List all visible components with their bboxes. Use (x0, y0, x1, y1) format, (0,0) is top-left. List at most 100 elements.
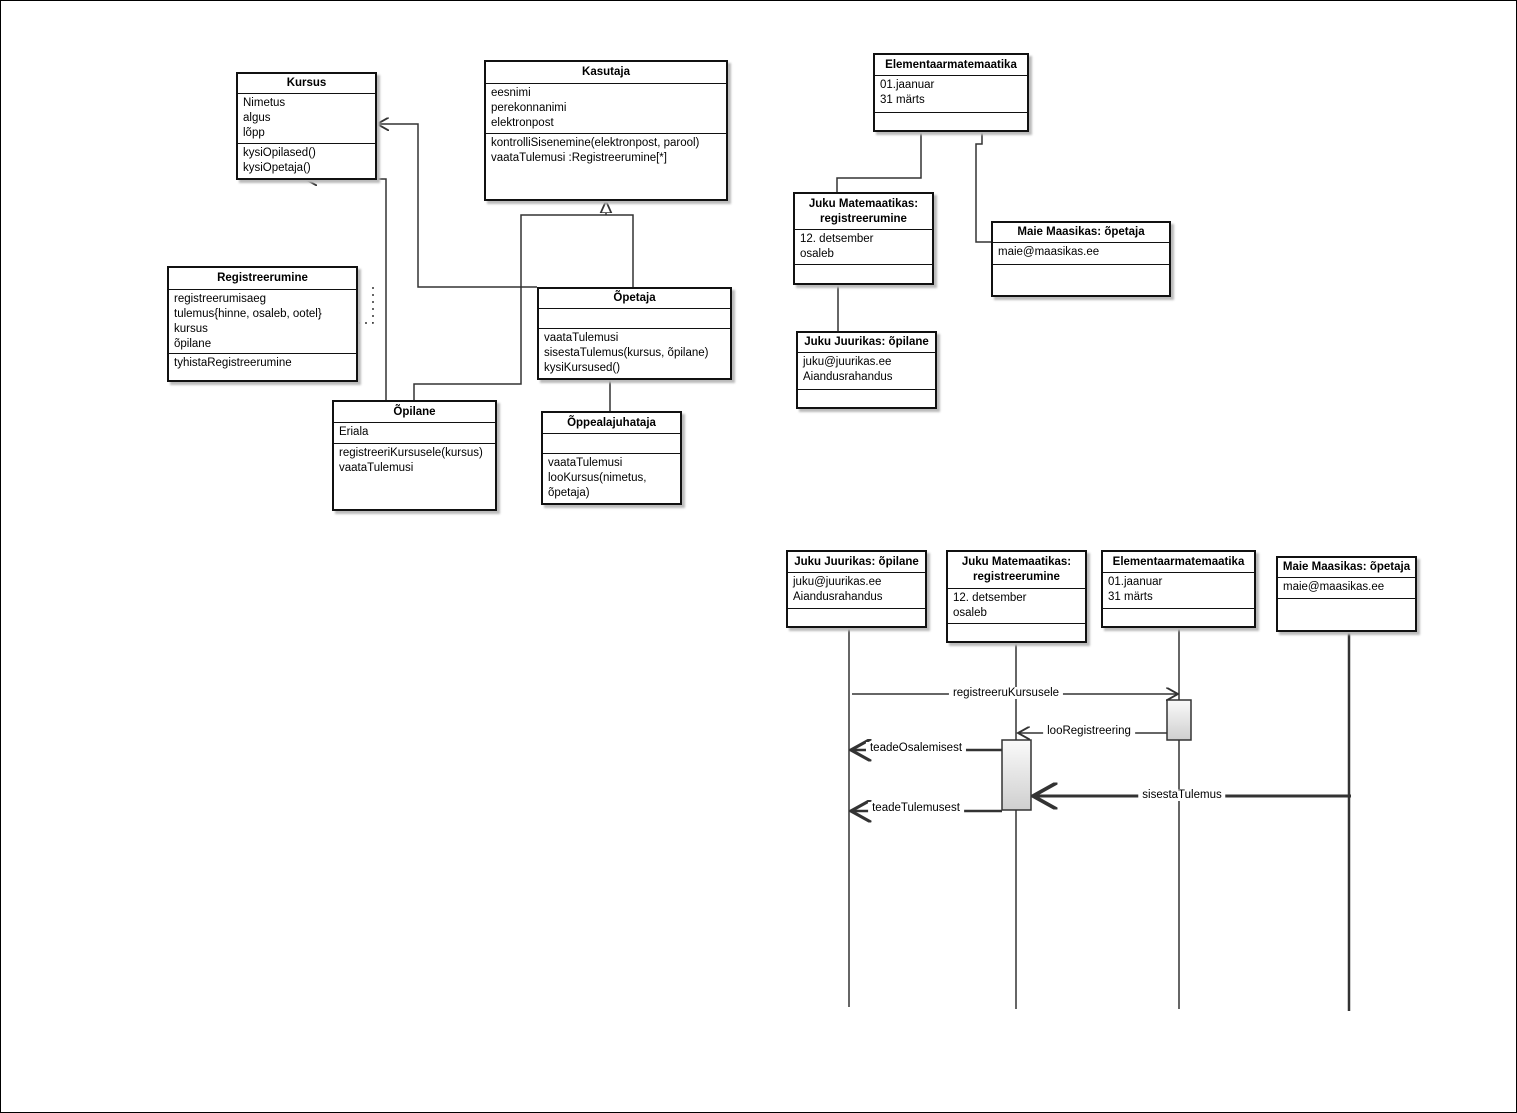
attribute: Aiandusrahandus (803, 371, 893, 383)
seq-maie-box[interactable]: Maie Maasikas: õpetaja maie@maasikas.ee (1276, 556, 1417, 632)
box-title: Õppealajuhataja (543, 413, 680, 434)
attribute: Eriala (339, 426, 369, 438)
operations-section: vaataTulemusi looKursus(nimetus, õpetaja) (543, 454, 680, 503)
attribute: õpilane (174, 338, 212, 350)
attributes-section: maie@maasikas.ee (993, 243, 1169, 265)
message-label: teadeOsalemisest (865, 742, 967, 754)
box-title: Kasutaja (486, 62, 726, 84)
operation: õpetaja) (548, 487, 590, 499)
activation-registreerumine (1001, 739, 1032, 811)
operation: kysiOpetaja() (243, 162, 311, 174)
attribute: maie@maasikas.ee (1283, 581, 1385, 593)
obj-elementaar-box[interactable]: Elementaarmatemaatika 01.jaanuar 31 märts (873, 53, 1029, 132)
operation: kysiOpilased() (243, 147, 316, 159)
operation: sisestaTulemus(kursus, õpilane) (544, 347, 709, 359)
operation: vaataTulemusi (548, 457, 623, 469)
attributes-section: maie@maasikas.ee (1278, 578, 1415, 599)
box-title: Registreerumine (169, 268, 356, 290)
attribute: 12. detsember (800, 233, 874, 245)
registreerumine-box[interactable]: Registreerumine registreerumisaeg tulemus{… (167, 266, 358, 382)
operations-section (1103, 609, 1254, 626)
attribute: 31 märts (880, 94, 925, 106)
activation-elementaar (1166, 699, 1192, 741)
attribute: lõpp (243, 127, 265, 139)
oppealajuhataja-box[interactable]: Õppealajuhataja vaataTulemusi looKursus(ni… (541, 411, 682, 505)
attribute: algus (243, 112, 271, 124)
operations-section: registreeriKursusele(kursus) vaataTulemus… (334, 444, 495, 509)
operations-section: vaataTulemusi sisestaTulemus(kursus, õpil… (539, 329, 730, 378)
attribute: elektronpost (491, 117, 554, 129)
operations-section (875, 113, 1027, 130)
box-title: Juku Juurikas: õpilane (798, 333, 935, 353)
operation: kysiKursused() (544, 362, 621, 374)
attributes-section: registreerumisaeg tulemus{hinne, osaleb, … (169, 290, 356, 354)
attribute: eesnimi (491, 87, 531, 99)
operations-section: kysiOpilased() kysiOpetaja() (238, 144, 375, 178)
opetaja-box[interactable]: Õpetaja vaataTulemusi sisestaTulemus(kursu… (537, 287, 732, 380)
message-label: looRegistreering (1043, 725, 1135, 737)
operation: kontrolliSisenemine(elektronpost, parool… (491, 137, 700, 149)
attribute: 01.jaanuar (880, 79, 935, 91)
operation: looKursus(nimetus, (548, 472, 647, 484)
box-title: Maie Maasikas: õpetaja (993, 223, 1169, 243)
operations-section (948, 624, 1085, 641)
box-title: Elementaarmatemaatika (1103, 552, 1254, 573)
operations-section (788, 609, 925, 626)
operations-section: tyhistaRegistreerumine (169, 354, 356, 380)
attributes-section (539, 309, 730, 329)
attributes-section: Eriala (334, 423, 495, 444)
link-elementaar-registreerumine (836, 131, 922, 192)
attributes-section: Nimetus algus lõpp (238, 94, 375, 144)
dependency-registreerumine (358, 287, 374, 324)
box-title: Õpetaja (539, 289, 730, 310)
attribute: kursus (174, 323, 208, 335)
message-label: registreeruKursusele (948, 687, 1064, 699)
link-elementaar-maie (975, 131, 991, 243)
attribute: maie@maasikas.ee (998, 246, 1100, 258)
attribute: 12. detsember (953, 592, 1027, 604)
message-label: teadeTulemusest (868, 802, 964, 814)
attribute: osaleb (953, 607, 987, 619)
box-title: Juku Matemaatikas: registreerumine (795, 194, 932, 230)
attribute: tulemus{hinne, osaleb, ootel} (174, 308, 322, 320)
box-title: Kursus (238, 74, 375, 94)
box-title: Juku Juurikas: õpilane (788, 552, 925, 573)
association-opetaja-kursus (377, 124, 537, 288)
attribute: 31 märts (1108, 591, 1153, 603)
box-title: Õpilane (334, 402, 495, 423)
operations-section (795, 265, 932, 283)
attribute: Nimetus (243, 97, 286, 109)
box-title: Elementaarmatemaatika (875, 55, 1027, 76)
obj-maie-box[interactable]: Maie Maasikas: õpetaja maie@maasikas.ee (991, 221, 1171, 297)
attribute: registreerumisaeg (174, 293, 267, 305)
operation: vaataTulemusi :Registreerumine[*] (491, 152, 667, 164)
box-title: Juku Matemaatikas: registreerumine (948, 552, 1085, 589)
message-label: sisestaTulemus (1138, 789, 1226, 801)
operation: registreeriKursusele(kursus) (339, 447, 483, 459)
operation: vaataTulemusi (544, 332, 619, 344)
generalization-opilane-kasutaja (413, 214, 634, 400)
attributes-section: 12. detsember osaleb (948, 589, 1085, 624)
operations-section (993, 265, 1169, 295)
box-title: Maie Maasikas: õpetaja (1278, 558, 1415, 578)
operation: vaataTulemusi (339, 462, 414, 474)
attribute: juku@juurikas.ee (793, 576, 882, 588)
attributes-section: 12. detsember osaleb (795, 230, 932, 265)
attribute: juku@juurikas.ee (803, 356, 892, 368)
attributes-section: 01.jaanuar 31 märts (875, 76, 1027, 113)
operations-section (1278, 599, 1415, 630)
attribute: osaleb (800, 248, 834, 260)
